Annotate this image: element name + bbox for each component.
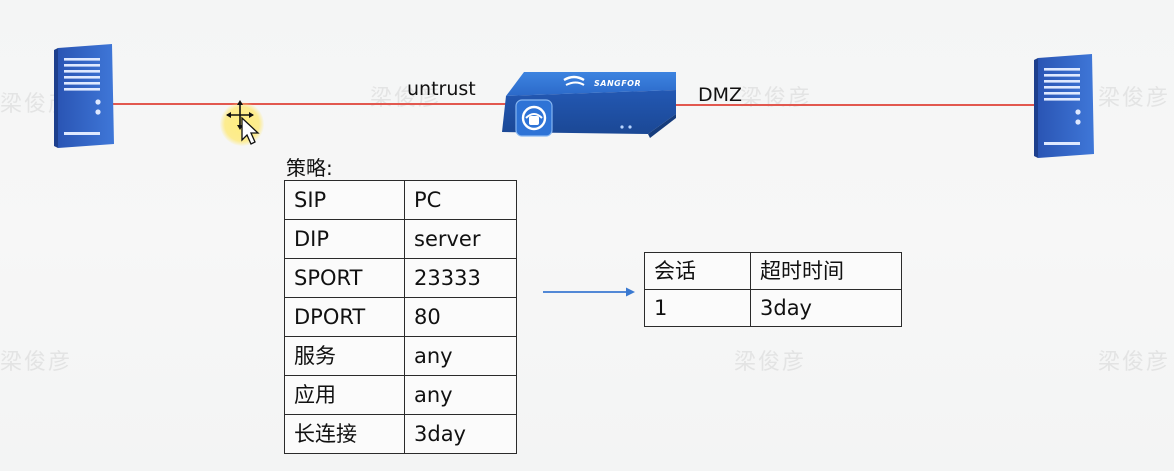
policy-key-cell: SPORT <box>284 258 405 298</box>
untrust-zone-label: untrust <box>407 78 476 100</box>
policy-value-cell: any <box>404 375 517 415</box>
server-icon <box>1034 54 1094 158</box>
policy-value-cell: 80 <box>404 297 517 337</box>
session-header-row: 会话超时时间 <box>644 252 902 290</box>
watermark: 梁俊彦 <box>0 350 73 375</box>
policy-key-cell: SIP <box>284 180 405 220</box>
session-header-cell: 会话 <box>644 252 751 290</box>
arrow-icon <box>543 287 635 297</box>
policy-key-cell: 长连接 <box>284 414 405 454</box>
policy-value-cell: 23333 <box>404 258 517 298</box>
policy-value-cell: any <box>404 336 517 376</box>
policy-key-cell: DPORT <box>284 297 405 337</box>
firewall-device: SANGFOR <box>498 70 682 148</box>
dmz-zone-label: DMZ <box>698 84 743 106</box>
policy-value-cell: 3day <box>404 414 517 454</box>
watermark: 梁俊彦 <box>734 350 807 375</box>
untrust-link-line <box>112 103 512 105</box>
policy-key-cell: 应用 <box>284 375 405 415</box>
policy-value-cell: PC <box>404 180 517 220</box>
watermark: 梁俊彦 <box>740 86 813 111</box>
watermark: 梁俊彦 <box>1098 350 1171 375</box>
firewall-brand-label: SANGFOR <box>594 79 642 88</box>
right-server <box>1032 52 1096 164</box>
firewall-icon <box>502 72 676 138</box>
left-server <box>52 42 116 154</box>
server-icon <box>54 44 114 148</box>
policy-key-cell: DIP <box>284 219 405 259</box>
policy-key-cell: 服务 <box>284 336 405 376</box>
session-cell: 3day <box>750 289 902 327</box>
session-header-cell: 超时时间 <box>750 252 902 290</box>
dmz-link-line <box>676 104 1038 106</box>
move-cursor-icon <box>226 100 266 152</box>
policy-title: 策略: <box>286 156 333 180</box>
watermark: 梁俊彦 <box>1098 86 1171 111</box>
policy-value-cell: server <box>404 219 517 259</box>
session-cell: 1 <box>644 289 751 327</box>
